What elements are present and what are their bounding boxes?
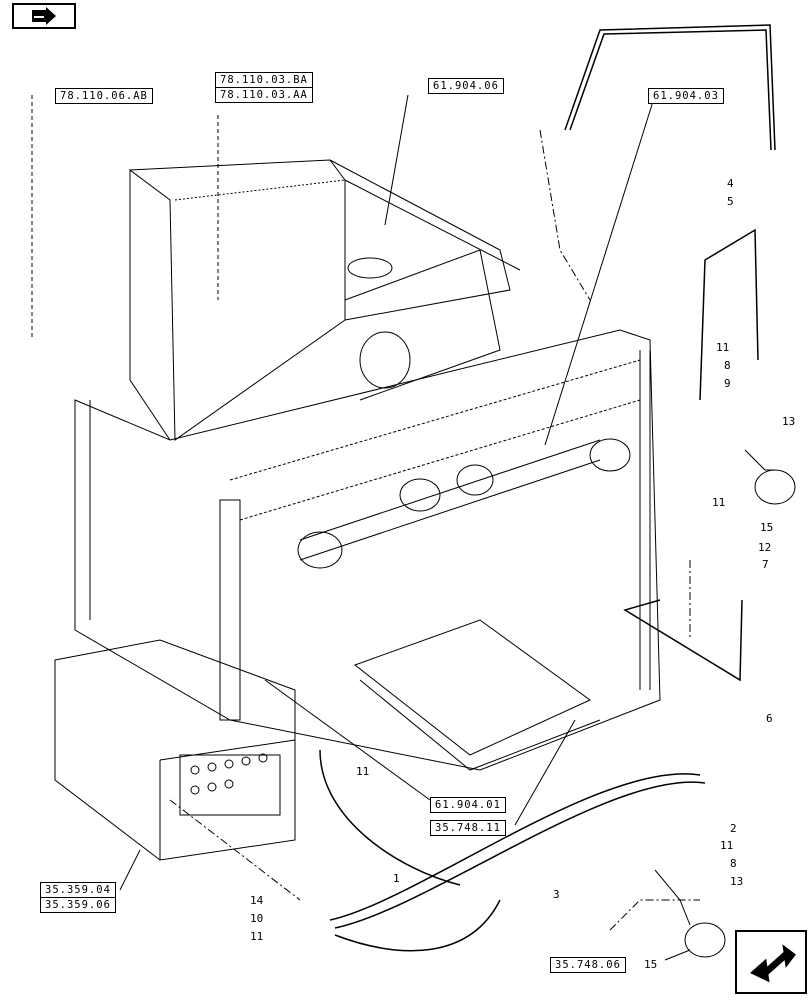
hose-3 — [329, 773, 701, 921]
callout-8: 8 — [724, 359, 731, 372]
callout-11: 11 — [250, 930, 264, 943]
callout-10: 10 — [250, 912, 264, 925]
callout-11: 11 — [716, 341, 730, 354]
ref-label-top-mid: 78.110.03.BA 78.110.03.AA — [215, 72, 313, 103]
callout-14: 14 — [250, 894, 264, 907]
callout-9: 9 — [724, 377, 731, 390]
ref-label-bottom-right[interactable]: 35.748.06 — [550, 957, 626, 973]
callout-11: 11 — [720, 839, 734, 852]
callout-15: 15 — [644, 958, 658, 971]
roller-4 — [589, 438, 631, 472]
lower-tray — [353, 619, 591, 756]
ref-label-bottom-left-1[interactable]: 35.359.04 — [45, 884, 111, 896]
bottom-nav-button[interactable] — [735, 930, 807, 994]
tank-opening — [347, 257, 393, 279]
ref-label-top-mid-1[interactable]: 78.110.03.BA — [220, 74, 308, 86]
roller-2 — [399, 478, 441, 512]
ref-label-bottom-left: 35.359.04 35.359.06 — [40, 882, 116, 913]
ref-label-top-center[interactable]: 61.904.06 — [428, 78, 504, 94]
callout-8: 8 — [730, 857, 737, 870]
hopper-outline — [128, 159, 346, 441]
ref-label-top-left[interactable]: 78.110.06.AB — [55, 88, 153, 104]
motor-upper — [754, 469, 796, 505]
ref-label-top-mid-2[interactable]: 78.110.03.AA — [216, 87, 312, 102]
callout-13: 13 — [730, 875, 744, 888]
callout-15: 15 — [760, 521, 774, 534]
hose-5 — [699, 228, 759, 401]
book-arrow-icon — [32, 7, 56, 25]
hose-6 — [623, 599, 743, 682]
main-frame — [74, 329, 661, 771]
ref-label-bottom-left-2[interactable]: 35.359.06 — [41, 897, 115, 912]
callout-1: 1 — [393, 872, 400, 885]
ref-label-top-right[interactable]: 61.904.03 — [648, 88, 724, 104]
callout-6: 6 — [766, 712, 773, 725]
electrical-box — [54, 639, 296, 861]
top-nav-button[interactable] — [12, 3, 76, 29]
callout-4: 4 — [727, 177, 734, 190]
motor-lower — [684, 922, 726, 958]
next-page-arrow-icon — [750, 944, 796, 983]
callout-11: 11 — [356, 765, 370, 778]
callout-2: 2 — [730, 822, 737, 835]
callout-11: 11 — [712, 496, 726, 509]
hose-4 — [564, 24, 776, 151]
callout-12: 12 — [758, 541, 772, 554]
ref-label-mid-bottom-1[interactable]: 61.904.01 — [430, 797, 506, 813]
hose-1 — [319, 749, 461, 886]
roller-1 — [297, 531, 343, 569]
callout-5: 5 — [727, 195, 734, 208]
ref-label-mid-bottom-2[interactable]: 35.748.11 — [430, 820, 506, 836]
callout-7: 7 — [762, 558, 769, 571]
callout-3: 3 — [553, 888, 560, 901]
callout-13: 13 — [782, 415, 796, 428]
roller-3 — [456, 464, 494, 496]
